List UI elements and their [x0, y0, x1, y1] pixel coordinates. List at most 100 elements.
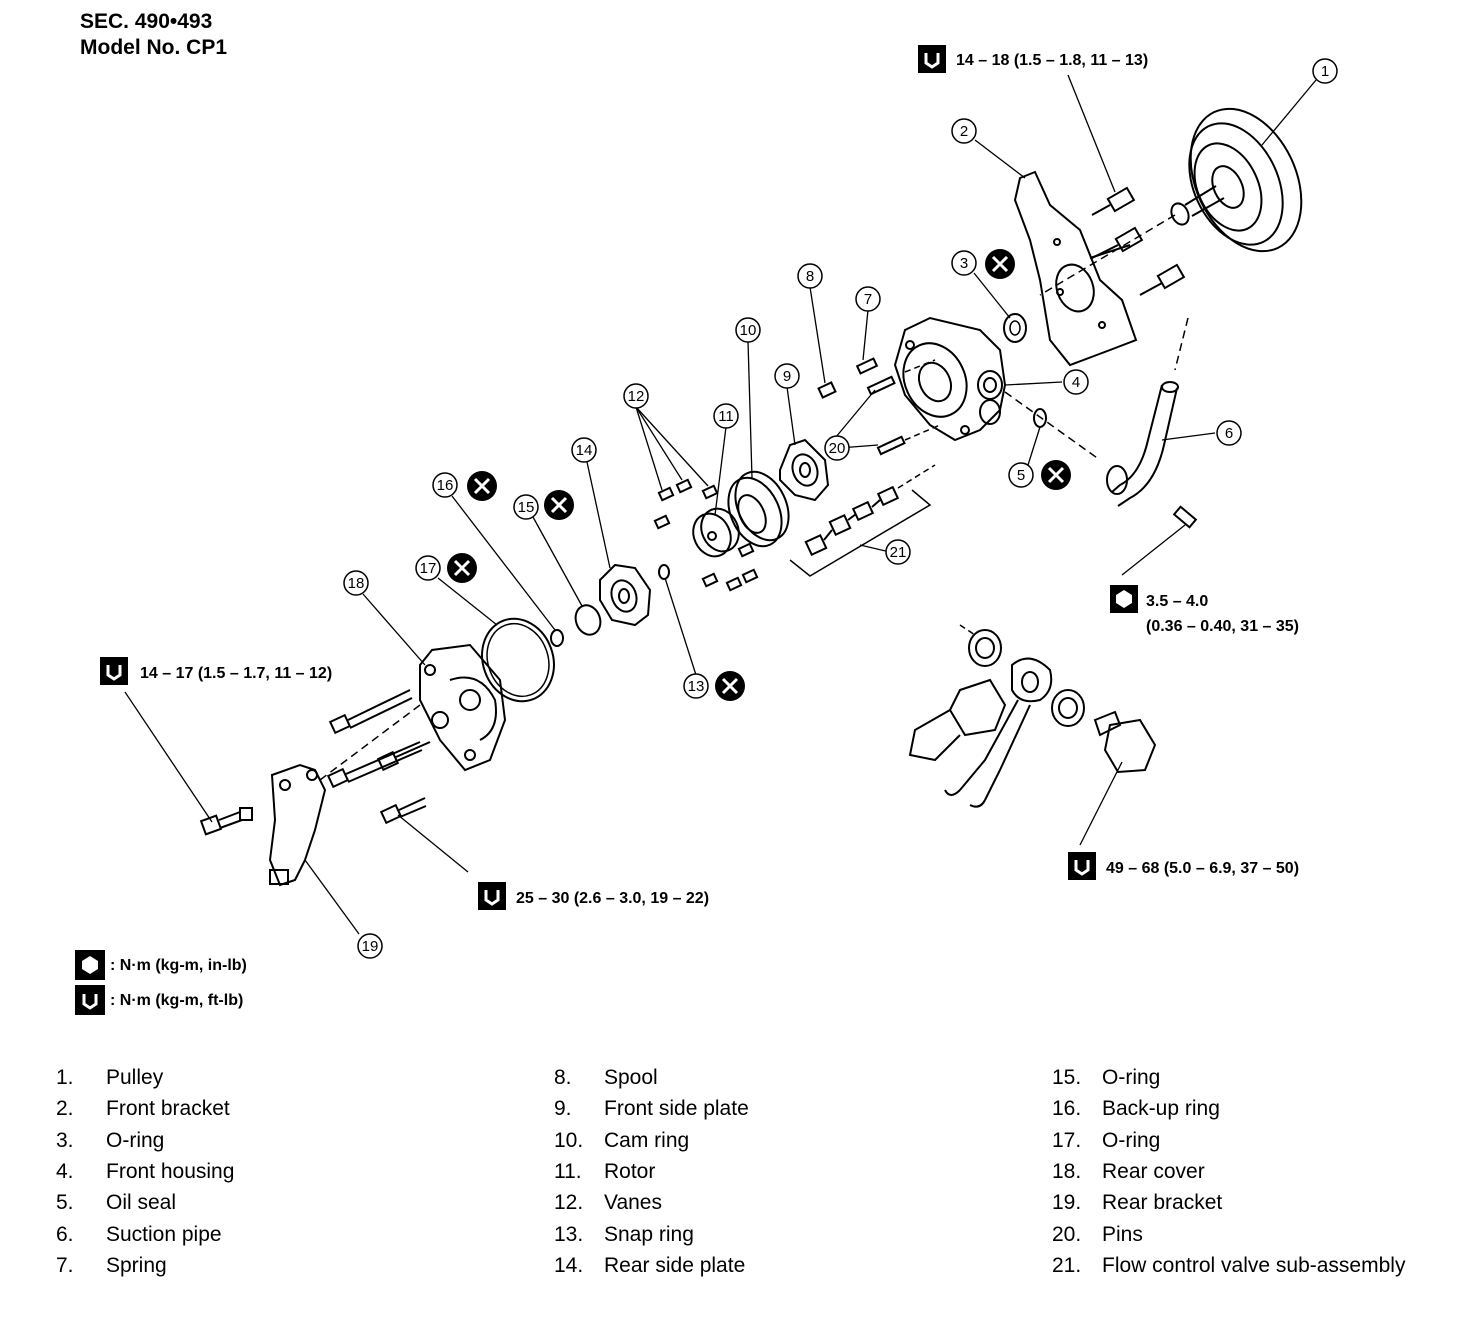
- legend-number: 10.: [554, 1128, 584, 1152]
- o-ring-17-part: [481, 617, 555, 703]
- torque-icon: [75, 45, 1138, 1015]
- legend-number: 13.: [554, 1222, 584, 1246]
- legend-label: Pins: [1102, 1222, 1143, 1246]
- callout-label: 5: [1017, 467, 1025, 484]
- front-bracket-part: [1013, 170, 1138, 367]
- front-bracket-bolt: [1091, 186, 1186, 296]
- legend-label: Rear bracket: [1102, 1191, 1223, 1215]
- callout-label: 1: [1321, 63, 1329, 80]
- callout-7: 7: [855, 286, 881, 312]
- torque-outlet-fitting: 49 – 68 (5.0 – 6.9, 37 – 50): [1106, 860, 1299, 877]
- callout-3: 3: [951, 250, 977, 276]
- callout-19: 19: [357, 933, 383, 959]
- callout-label: 10: [740, 322, 757, 339]
- legend-number: 16.: [1052, 1097, 1082, 1121]
- callout-21: 21: [885, 539, 911, 565]
- rotor-part: [692, 507, 740, 558]
- callout-label: 21: [890, 544, 907, 561]
- vanes-part: [653, 478, 759, 592]
- callout-label: 15: [518, 499, 535, 516]
- callout-label: 17: [420, 560, 437, 577]
- callout-label: 9: [783, 368, 791, 385]
- cam-ring-part: [727, 470, 790, 548]
- callout-label: 8: [806, 268, 814, 285]
- callout-9: 9: [774, 363, 800, 389]
- backup-ring-part: [550, 629, 564, 647]
- callout-8: 8: [797, 263, 823, 289]
- torque-rear-bracket: 14 – 17 (1.5 – 1.7, 11 – 12): [140, 665, 332, 682]
- torque-suction-pipe-1: 3.5 – 4.0: [1146, 593, 1208, 610]
- legend-label: Suction pipe: [106, 1222, 222, 1246]
- outlet-fitting-part: [908, 624, 1157, 808]
- callout-6: 6: [1216, 420, 1242, 446]
- torque-front-bracket: 14 – 18 (1.5 – 1.8, 11 – 13): [956, 52, 1148, 69]
- legend-number: 14.: [554, 1253, 584, 1277]
- legend-number: 5.: [56, 1191, 74, 1215]
- legend-number: 18.: [1052, 1159, 1082, 1183]
- callout-label: 3: [960, 255, 968, 272]
- rear-cover-bolt: [326, 689, 431, 825]
- callout-label: 2: [960, 123, 968, 140]
- legend-label: Vanes: [604, 1191, 662, 1215]
- callout-11: 11: [713, 403, 739, 429]
- callout-label: 7: [864, 291, 872, 308]
- legend-label: O-ring: [1102, 1066, 1161, 1089]
- legend-label: Flow control valve sub-assembly: [1102, 1253, 1406, 1277]
- rear-bracket-bolt: [199, 807, 253, 836]
- legend-number: 19.: [1052, 1191, 1082, 1215]
- snap-ring-part: [658, 564, 670, 580]
- legend-label: Cam ring: [604, 1128, 690, 1152]
- legend-number: 9.: [554, 1097, 572, 1121]
- callout-18: 18: [343, 570, 369, 596]
- legend-number: 2.: [56, 1097, 74, 1121]
- legend-number: 1.: [56, 1066, 74, 1089]
- callout-label: 18: [348, 575, 365, 592]
- rear-bracket-part: [268, 704, 421, 887]
- callout-label: 16: [437, 477, 454, 494]
- legend-label: Rotor: [604, 1159, 656, 1183]
- callout-label: 6: [1225, 425, 1233, 442]
- callout-2: 2: [951, 118, 977, 144]
- legend-number: 11.: [554, 1159, 582, 1183]
- torque-suction-pipe-2: (0.36 – 0.40, 31 – 35): [1146, 618, 1299, 635]
- replace-marker: [447, 249, 1071, 701]
- legend-label: Front side plate: [604, 1097, 749, 1121]
- callout-label: 4: [1072, 374, 1080, 391]
- section-number: SEC. 490•493: [80, 10, 213, 33]
- legend-number: 4.: [56, 1159, 74, 1183]
- legend-number: 7.: [56, 1253, 74, 1277]
- callout-13: 13: [683, 673, 709, 699]
- legend-label: O-ring: [1102, 1128, 1161, 1152]
- callout-label: 19: [362, 938, 379, 955]
- legend-label: Back-up ring: [1102, 1097, 1220, 1121]
- units-key-ft-lb: : N·m (kg-m, ft-lb): [110, 992, 243, 1009]
- callout-1: 1: [1312, 58, 1338, 84]
- callout-label: 11: [718, 408, 734, 425]
- callout-label: 20: [829, 440, 846, 457]
- rear-side-plate-part: [599, 563, 652, 627]
- legend-label: O-ring: [106, 1128, 165, 1152]
- legend-label: Front housing: [106, 1159, 235, 1183]
- callout-20: 20: [824, 435, 850, 461]
- front-side-plate-part: [779, 438, 830, 502]
- spool-spring-pins: [817, 357, 941, 456]
- flow-control-valve-part: [789, 464, 936, 577]
- torque-rear-cover: 25 – 30 (2.6 – 3.0, 19 – 22): [516, 890, 709, 907]
- callout-4: 4: [1063, 369, 1089, 395]
- legend-label: Rear cover: [1102, 1159, 1205, 1183]
- o-ring-3-part: [1003, 313, 1027, 343]
- legend-label: Oil seal: [106, 1191, 177, 1215]
- pulley-part: [1039, 107, 1303, 296]
- legend-number: 12.: [554, 1191, 584, 1215]
- callout-17: 17: [415, 555, 441, 581]
- legend-label: Pulley: [106, 1066, 164, 1089]
- legend-number: 21.: [1052, 1253, 1082, 1277]
- legend-number: 6.: [56, 1222, 74, 1246]
- callout-16: 16: [432, 472, 458, 498]
- callout-label: 13: [688, 678, 705, 695]
- oil-seal-part: [1033, 408, 1047, 428]
- rear-cover-part: [419, 643, 507, 772]
- legend-label: Spool: [604, 1066, 658, 1089]
- callout-12: 12: [623, 383, 649, 409]
